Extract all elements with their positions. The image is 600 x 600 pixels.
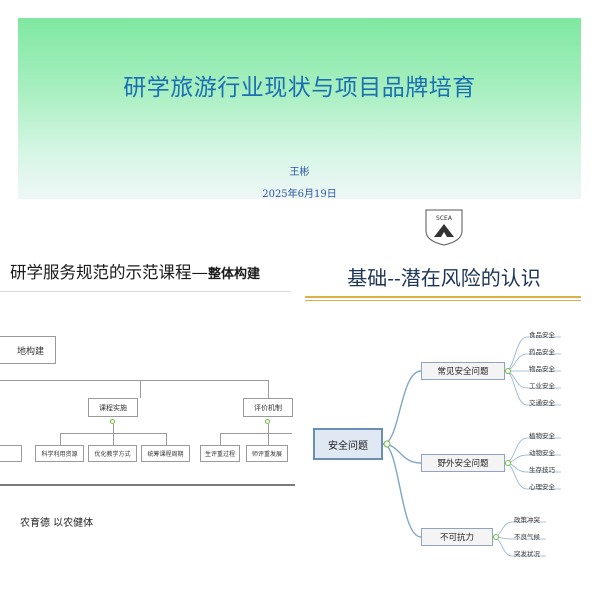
- org-box-student-eval: 生评重过程: [200, 445, 240, 462]
- leaf-medicine-safety[interactable]: 药品安全: [529, 348, 555, 356]
- leaf-psychological-safety[interactable]: 心理安全: [529, 483, 555, 491]
- org-connector: [268, 424, 269, 433]
- org-connector: [220, 433, 292, 434]
- leaf-policy-conflict[interactable]: 政策冲突: [514, 516, 540, 524]
- slogan-text: 农育德 以农健体: [20, 518, 94, 529]
- org-box-teaching: 优化教学方式: [88, 445, 137, 462]
- logo-lettering: SCEA: [436, 215, 453, 222]
- org-box-label: 生评重过程: [204, 451, 235, 458]
- leaf-bad-weather[interactable]: 不良气候: [514, 533, 540, 541]
- org-connector: [166, 433, 167, 445]
- org-box-course-implementation: 课程实施: [88, 398, 138, 417]
- leaf-survival-skills[interactable]: 生存技巧: [529, 466, 555, 474]
- collapse-toggle[interactable]: [110, 419, 115, 424]
- org-connector: [60, 433, 61, 445]
- org-box-evaluation: 评价机制: [243, 398, 293, 417]
- org-connector: [268, 380, 269, 398]
- org-connector: [0, 380, 268, 381]
- org-box-teacher-eval: 师评重发展: [246, 445, 288, 462]
- org-box-label: 统筹课程周期: [147, 451, 184, 458]
- mindmap-connectors: [382, 336, 561, 557]
- branch-outdoor-safety[interactable]: 野外安全问题: [421, 454, 505, 472]
- leaf-industrial-safety[interactable]: 工业安全: [529, 382, 555, 390]
- branch-label: 常见安全问题: [437, 367, 489, 377]
- collapse-toggle[interactable]: [265, 419, 270, 424]
- author-name: 王彬: [289, 167, 310, 178]
- org-box-label: 优化教学方式: [94, 451, 131, 458]
- title-underline: [305, 296, 581, 298]
- branch-label: 野外安全问题: [437, 459, 489, 469]
- org-box-cycle: 统筹课程周期: [141, 445, 190, 462]
- title-slide: 研学旅游行业现状与项目品牌培育 王彬 2025年6月19日: [18, 18, 581, 200]
- org-connector: [220, 433, 221, 445]
- org-connector: [113, 424, 114, 433]
- mindmap-root-node[interactable]: 安全问题: [313, 428, 383, 460]
- course-slide-title: 研学服务规范的示范课程—整体构建: [10, 259, 260, 283]
- branch-common-safety[interactable]: 常见安全问题: [421, 362, 505, 380]
- course-structure-slide: 研学服务规范的示范课程—整体构建 地构建 课程实施 评价机制 科学利用资源 优化…: [0, 249, 297, 549]
- risk-slide-title: 基础--潜在风险的认识: [347, 266, 541, 290]
- org-top-label: 地构建: [17, 346, 45, 357]
- leaf-animal-safety[interactable]: 动物安全: [529, 449, 555, 457]
- presentation-date: 2025年6月19日: [262, 189, 337, 200]
- course-title-bold: 整体构建: [208, 267, 261, 282]
- org-connector: [268, 433, 269, 445]
- org-connector: [140, 380, 141, 398]
- org-box-partial: [0, 445, 22, 462]
- leaf-food-safety[interactable]: 食品安全: [529, 331, 555, 339]
- org-box-label: 课程实施: [99, 403, 127, 412]
- title-underline-thin: [305, 300, 581, 301]
- leaf-plant-safety[interactable]: 植物安全: [529, 432, 555, 440]
- course-title-main: 研学服务规范的示范课程—: [10, 263, 208, 282]
- leaf-traffic-safety[interactable]: 交通安全: [529, 399, 555, 407]
- org-connector: [113, 433, 114, 445]
- organization-logo: SCEA: [425, 209, 463, 246]
- org-box-label: 评价机制: [254, 403, 282, 412]
- leaf-emergency[interactable]: 突发状况: [514, 550, 540, 558]
- title-divider: [0, 291, 290, 292]
- branch-label: 不可抗力: [439, 533, 474, 543]
- root-node-label: 安全问题: [328, 440, 368, 452]
- org-box-resources: 科学利用资源: [35, 445, 84, 462]
- slide-bottom-rule: [0, 484, 295, 486]
- org-box-label: 科学利用资源: [41, 451, 78, 458]
- org-box-label: 师评重发展: [251, 451, 282, 458]
- slide-title: 研学旅游行业现状与项目品牌培育: [123, 75, 476, 101]
- risk-awareness-slide: SCEA 基础--潜在风险的认识: [305, 204, 585, 574]
- leaf-item-safety[interactable]: 物品安全: [529, 365, 555, 373]
- branch-force-majeure[interactable]: 不可抗力: [421, 528, 493, 546]
- org-top-box: 地构建: [0, 336, 56, 364]
